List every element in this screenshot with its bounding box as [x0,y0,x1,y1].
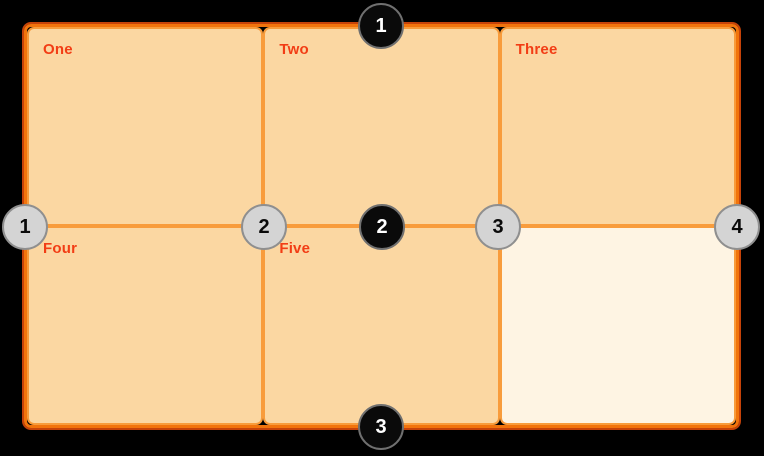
column-line-badge-1: 1 [2,204,48,250]
grid-cell-three: Three [499,27,736,226]
grid-cell-one: One [27,27,264,226]
column-line-badge-2: 2 [241,204,287,250]
grid-cell-four: Four [27,226,264,425]
column-line-badge-3: 3 [475,204,521,250]
row-line-badge-1: 1 [358,3,404,49]
grid-cell-five: Five [263,226,500,425]
grid-cell-two: Two [263,27,500,226]
column-line-badge-4: 4 [714,204,760,250]
row-line-badge-2: 2 [359,204,405,250]
row-line-badge-3: 3 [358,404,404,450]
grid-cell-empty [499,226,736,425]
